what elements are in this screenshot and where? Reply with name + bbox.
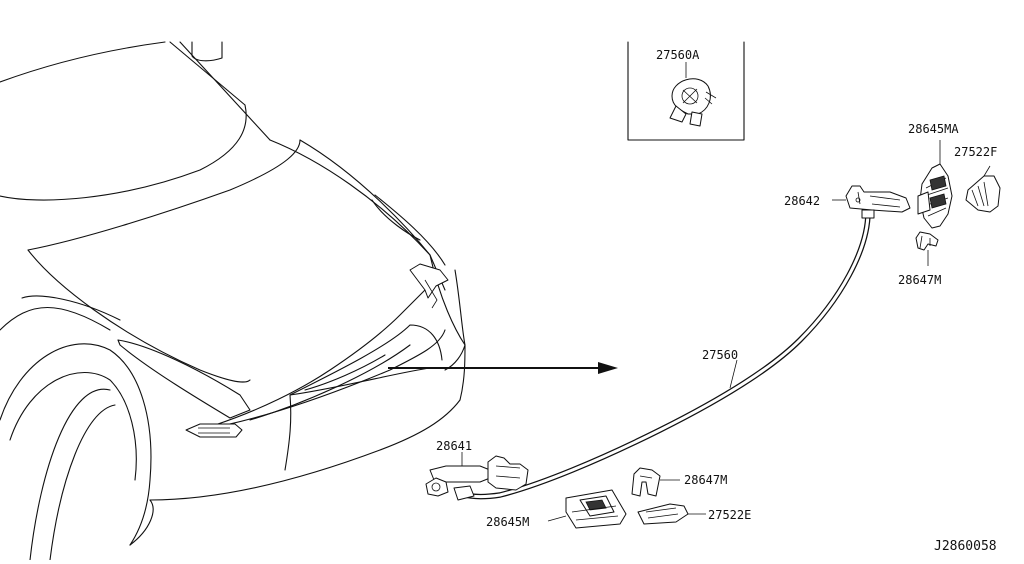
callout-27522E: 27522E — [708, 508, 751, 522]
detail-arrow — [388, 362, 618, 374]
clip-part-28647M-top — [915, 231, 939, 266]
clip-part-28647M-bottom — [631, 467, 680, 497]
inset-box: 27560A — [627, 41, 745, 141]
nozzle-part-28642 — [845, 185, 911, 219]
washer-tube — [459, 209, 871, 500]
inset-label: 27560A — [656, 48, 700, 62]
callout-28645M: 28645M — [486, 515, 529, 529]
callout-27522F: 27522F — [954, 145, 997, 159]
callout-28645MA: 28645MA — [908, 122, 959, 136]
nozzle-part-28641 — [425, 452, 529, 501]
callout-28647M-top: 28647M — [898, 273, 941, 287]
check-valve-part — [669, 78, 717, 127]
drawing-number: J2860058 — [934, 539, 997, 554]
callout-28642: 28642 — [784, 194, 820, 208]
leader-lines — [729, 199, 846, 389]
cover-part-27522E — [637, 503, 706, 525]
cover-part-27522F — [965, 165, 1001, 213]
bracket-part-28645MA — [917, 140, 953, 229]
bracket-part-28645M — [547, 489, 627, 529]
callout-27560: 27560 — [702, 348, 738, 362]
vehicle-front-illustration — [0, 41, 466, 561]
callout-28647M-bottom: 28647M — [684, 473, 727, 487]
callout-28641: 28641 — [436, 439, 472, 453]
